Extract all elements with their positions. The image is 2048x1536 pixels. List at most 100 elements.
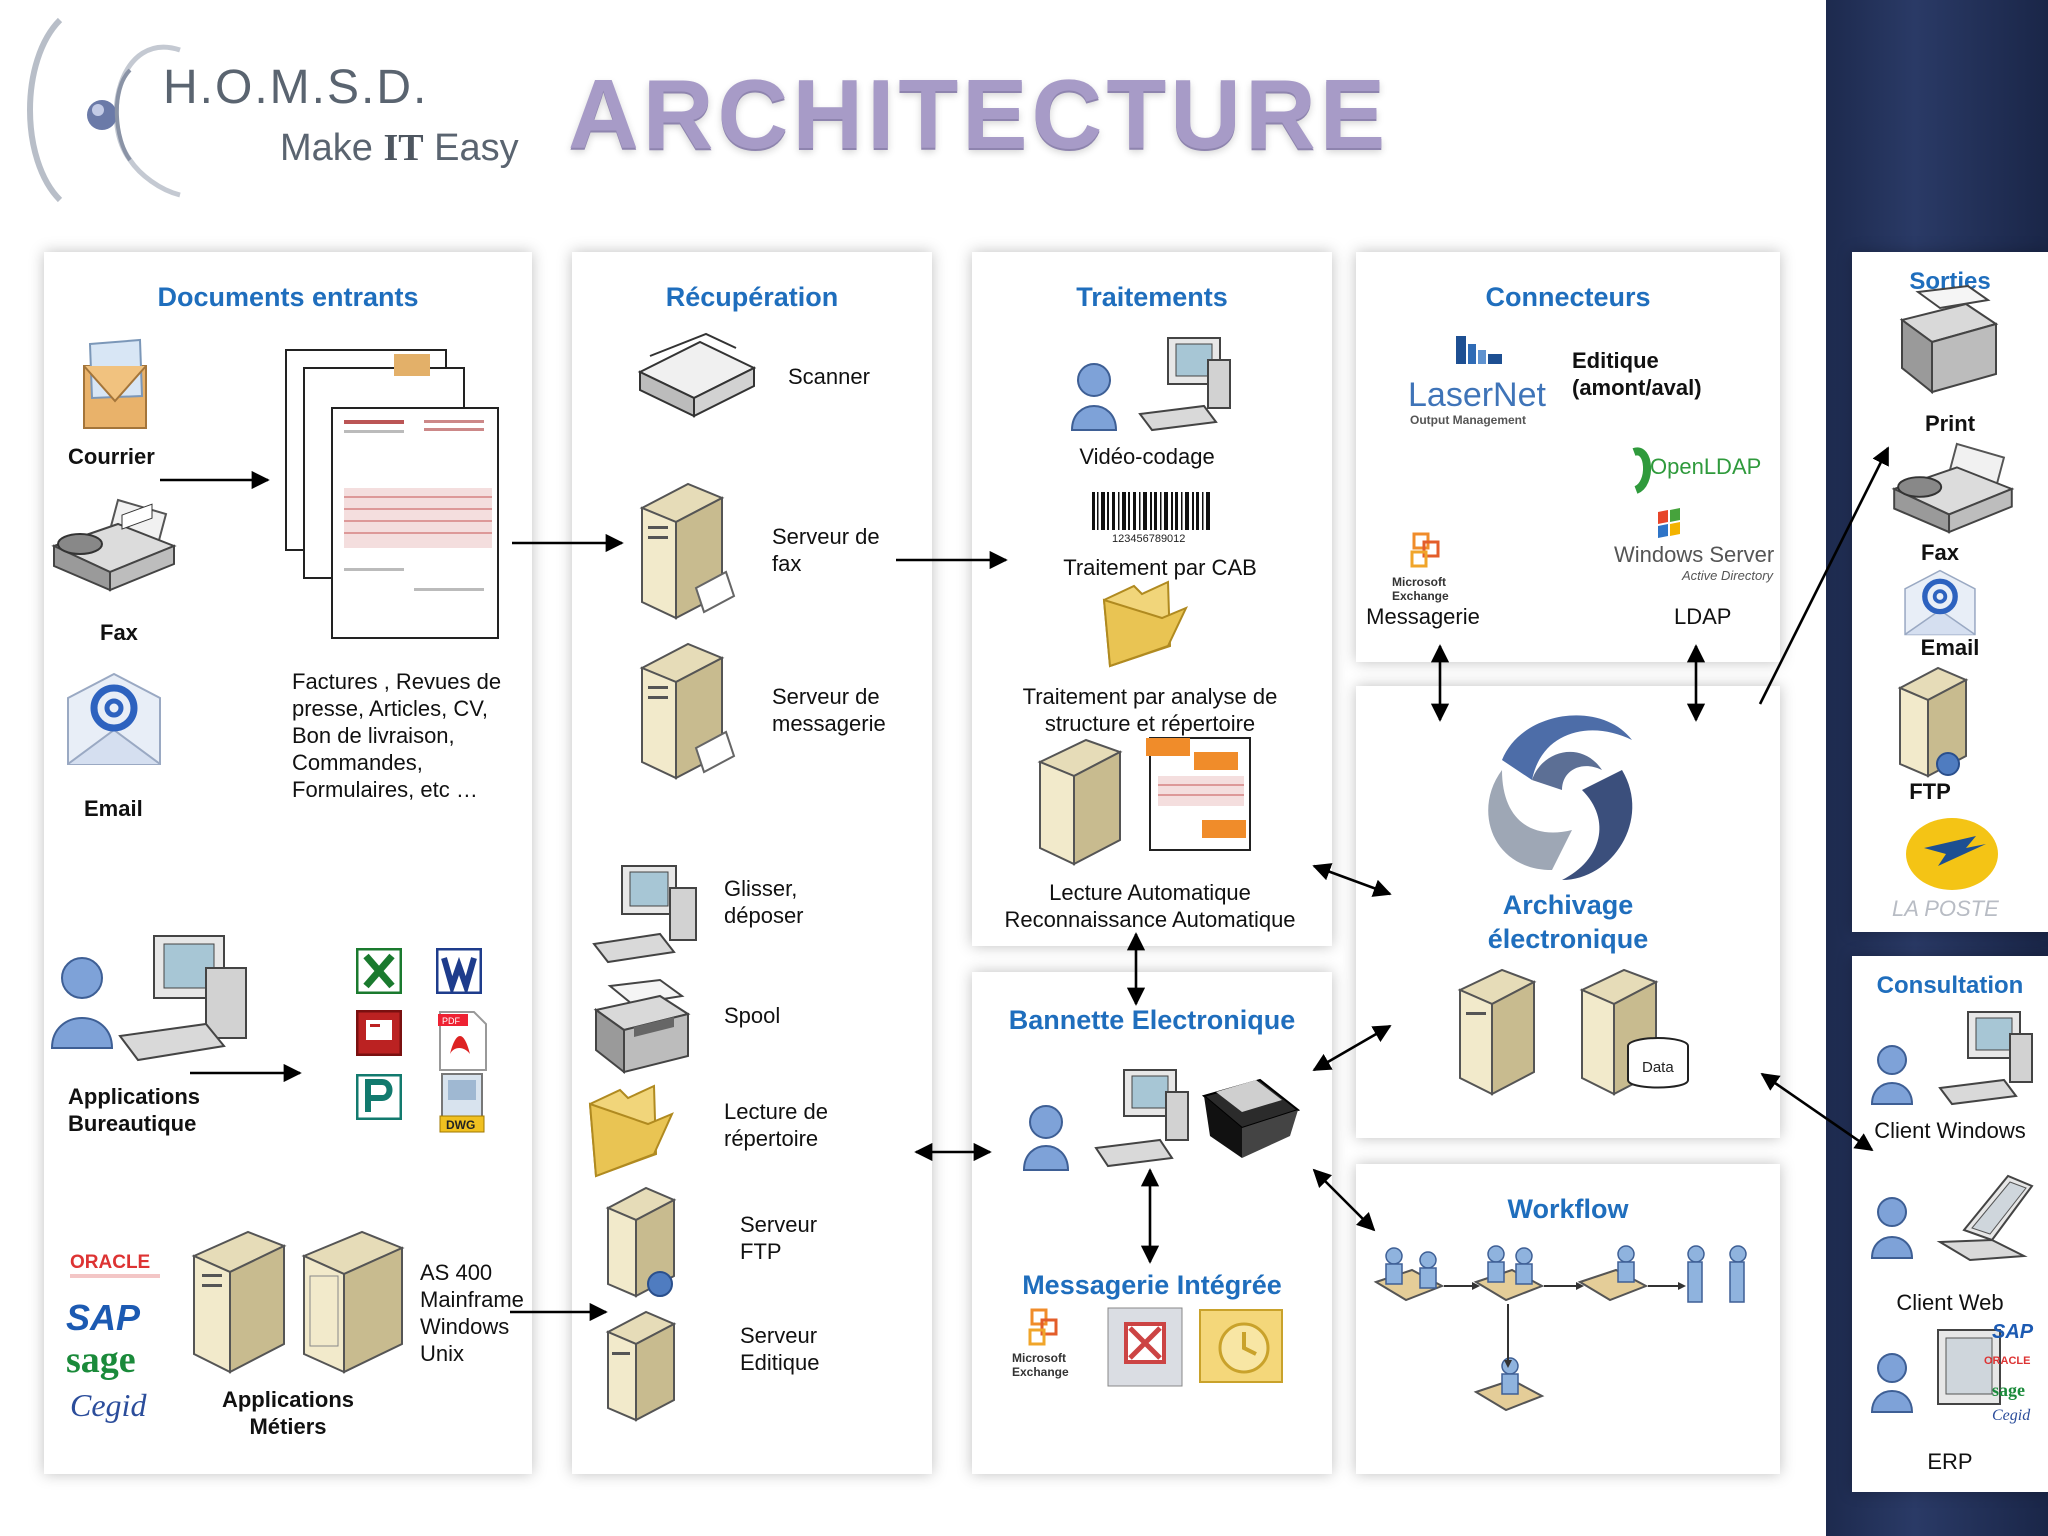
- folder-icon: [588, 1084, 674, 1178]
- sorties-fax-label: Fax: [1921, 540, 1959, 565]
- workflow-diagram-icon: [1373, 1245, 1747, 1412]
- as400-text: AS 400 Mainframe Windows Unix: [420, 1260, 524, 1366]
- svg-text:DWG: DWG: [446, 1118, 475, 1132]
- fax-label: Fax: [100, 620, 138, 645]
- panel-title: Bannette Electronique: [1008, 1005, 1296, 1035]
- sorties-ftp-label: FTP: [1909, 779, 1951, 804]
- print-label: Print: [1924, 411, 1976, 436]
- archivage-title: Archivage électronique: [1487, 890, 1649, 954]
- laposte-logo-icon: LA POSTE: [1892, 818, 1999, 921]
- svg-text:LA POSTE: LA POSTE: [1892, 896, 1999, 921]
- pdf-icon: PDF: [438, 1011, 487, 1071]
- panel-title: Workflow: [1507, 1194, 1629, 1224]
- lasernet-logo-icon: LaserNet Output Management: [1408, 336, 1547, 427]
- svg-text:Microsoft: Microsoft: [1392, 575, 1446, 589]
- svg-text:sage: sage: [66, 1339, 136, 1381]
- panel-title: Consultation: [1876, 972, 2024, 999]
- svg-text:sage: sage: [1992, 1380, 2025, 1400]
- ftp-server-label: Serveur FTP: [740, 1212, 818, 1264]
- editique-server-label: Serveur Editique: [740, 1323, 820, 1375]
- archivage-swirl-logo-icon: [1488, 715, 1633, 880]
- fax-server-icon: [639, 482, 736, 620]
- erp-label: ERP: [1927, 1449, 1973, 1474]
- video-coding-label: Vidéo-codage: [1079, 444, 1215, 469]
- exchange-logo-icon: Microsoft Exchange: [1392, 532, 1449, 603]
- editique-label: Editique (amont/aval): [1572, 348, 1702, 400]
- dwg-icon: DWG: [439, 1073, 485, 1133]
- sorties-email-icon: [1904, 569, 1976, 636]
- fax-server-label: Serveur de fax: [772, 524, 880, 576]
- mail-server-label: Serveur de messagerie: [772, 684, 886, 736]
- ftp-server-icon: [605, 1186, 677, 1298]
- analysis-folder-icon: [1102, 580, 1189, 668]
- spool-label: Spool: [724, 1003, 781, 1028]
- arrow-traitements-archivage: [1312, 863, 1392, 897]
- svg-text:123456789012: 123456789012: [1112, 533, 1185, 544]
- panel-connecteurs: Connecteurs: [1356, 252, 1780, 662]
- svg-text:SAP: SAP: [66, 1297, 141, 1338]
- ocr-server-document-icon: [1037, 737, 1251, 866]
- messaging-logos-icon: Microsoft Exchange: [1012, 1307, 1283, 1387]
- bannette-user-computer-icon: [1022, 1069, 1300, 1171]
- sorties-email-label: Email: [1920, 635, 1980, 660]
- barcode-icon: 123456789012: [1092, 492, 1210, 544]
- svg-text:Exchange: Exchange: [1392, 589, 1449, 603]
- email-label: Email: [84, 796, 143, 821]
- panel-title: Traitements: [1076, 282, 1228, 312]
- apps-bureautique-label: Applications Bureautique: [68, 1084, 201, 1136]
- openldap-logo-icon: OpenLDAP: [1632, 447, 1761, 494]
- client-web-label: Client Web: [1896, 1290, 2004, 1315]
- word-icon: [436, 948, 482, 994]
- scanner-icon: [637, 332, 757, 418]
- scanner-label: Scanner: [788, 364, 870, 389]
- doc-types-text: Factures , Revues de presse, Articles, C…: [292, 669, 502, 802]
- sorties-ftp-server-icon: [1897, 666, 1969, 778]
- print-printer-icon: [1899, 284, 1999, 395]
- homsd-logo-icon: [27, 17, 181, 203]
- drag-drop-label: Glisser, déposer: [724, 876, 804, 928]
- windows-server-logo-icon: Windows Server Active Directory: [1614, 508, 1775, 583]
- svg-text:Data: Data: [1642, 1059, 1674, 1076]
- svg-text:Microsoft: Microsoft: [1012, 1351, 1066, 1365]
- svg-text:ORACLE: ORACLE: [1984, 1355, 2030, 1367]
- mail-server-icon: [639, 642, 736, 780]
- svg-text:LaserNet: LaserNet: [1408, 376, 1547, 414]
- lecture-repertoire-label: Lecture de répertoire: [724, 1099, 828, 1151]
- panel-title: Connecteurs: [1485, 282, 1651, 312]
- user-computer-icon: [50, 935, 247, 1062]
- editique-server-icon: [605, 1310, 677, 1422]
- publisher-icon: [356, 1074, 402, 1120]
- svg-text:OpenLDAP: OpenLDAP: [1650, 454, 1761, 479]
- server-tower-icon: [191, 1230, 287, 1374]
- analyse-label: Traitement par analyse de structure et r…: [1022, 684, 1278, 736]
- lecture-auto-label: Lecture Automatique Reconnaissance Autom…: [1004, 880, 1296, 932]
- ldap-label: LDAP: [1674, 604, 1732, 629]
- scanned-documents-icon: [285, 349, 499, 639]
- courrier-envelope-icon: [83, 338, 147, 429]
- svg-text:Active Directory: Active Directory: [1681, 568, 1775, 583]
- erp-client-icon: SAP ORACLE sage Cegid: [1870, 1321, 2034, 1424]
- excel-icon: [356, 948, 402, 994]
- arrow-bannette-archivage: [1312, 1024, 1392, 1072]
- svg-text:Output Management: Output Management: [1410, 413, 1526, 427]
- messagerie-label: Messagerie: [1366, 604, 1480, 629]
- video-coding-user-computer-icon: [1070, 337, 1231, 432]
- panel-title: Récupération: [665, 282, 839, 312]
- svg-text:Cegid: Cegid: [70, 1387, 147, 1423]
- brand-tagline: Make IT Easy: [280, 127, 519, 169]
- svg-text:Cegid: Cegid: [1992, 1407, 2031, 1424]
- panel-title: Documents entrants: [157, 282, 419, 312]
- svg-text:SAP: SAP: [1992, 1321, 2034, 1343]
- spool-printer-icon: [593, 978, 691, 1075]
- page-title: ARCHITECTURE: [568, 59, 1390, 169]
- client-web-laptop-icon: [1870, 1174, 2034, 1262]
- client-windows-label: Client Windows: [1874, 1118, 2026, 1143]
- arrow-archivage-consultation: [1760, 1072, 1874, 1152]
- courrier-label: Courrier: [68, 444, 155, 469]
- arrow-bannette-workflow: [1312, 1168, 1376, 1232]
- svg-text:PDF: PDF: [442, 1016, 461, 1026]
- brand-name: H.O.M.S.D.: [163, 61, 429, 114]
- fax-machine-icon: [51, 498, 177, 592]
- apps-metiers-label: Applications Métiers: [221, 1387, 354, 1439]
